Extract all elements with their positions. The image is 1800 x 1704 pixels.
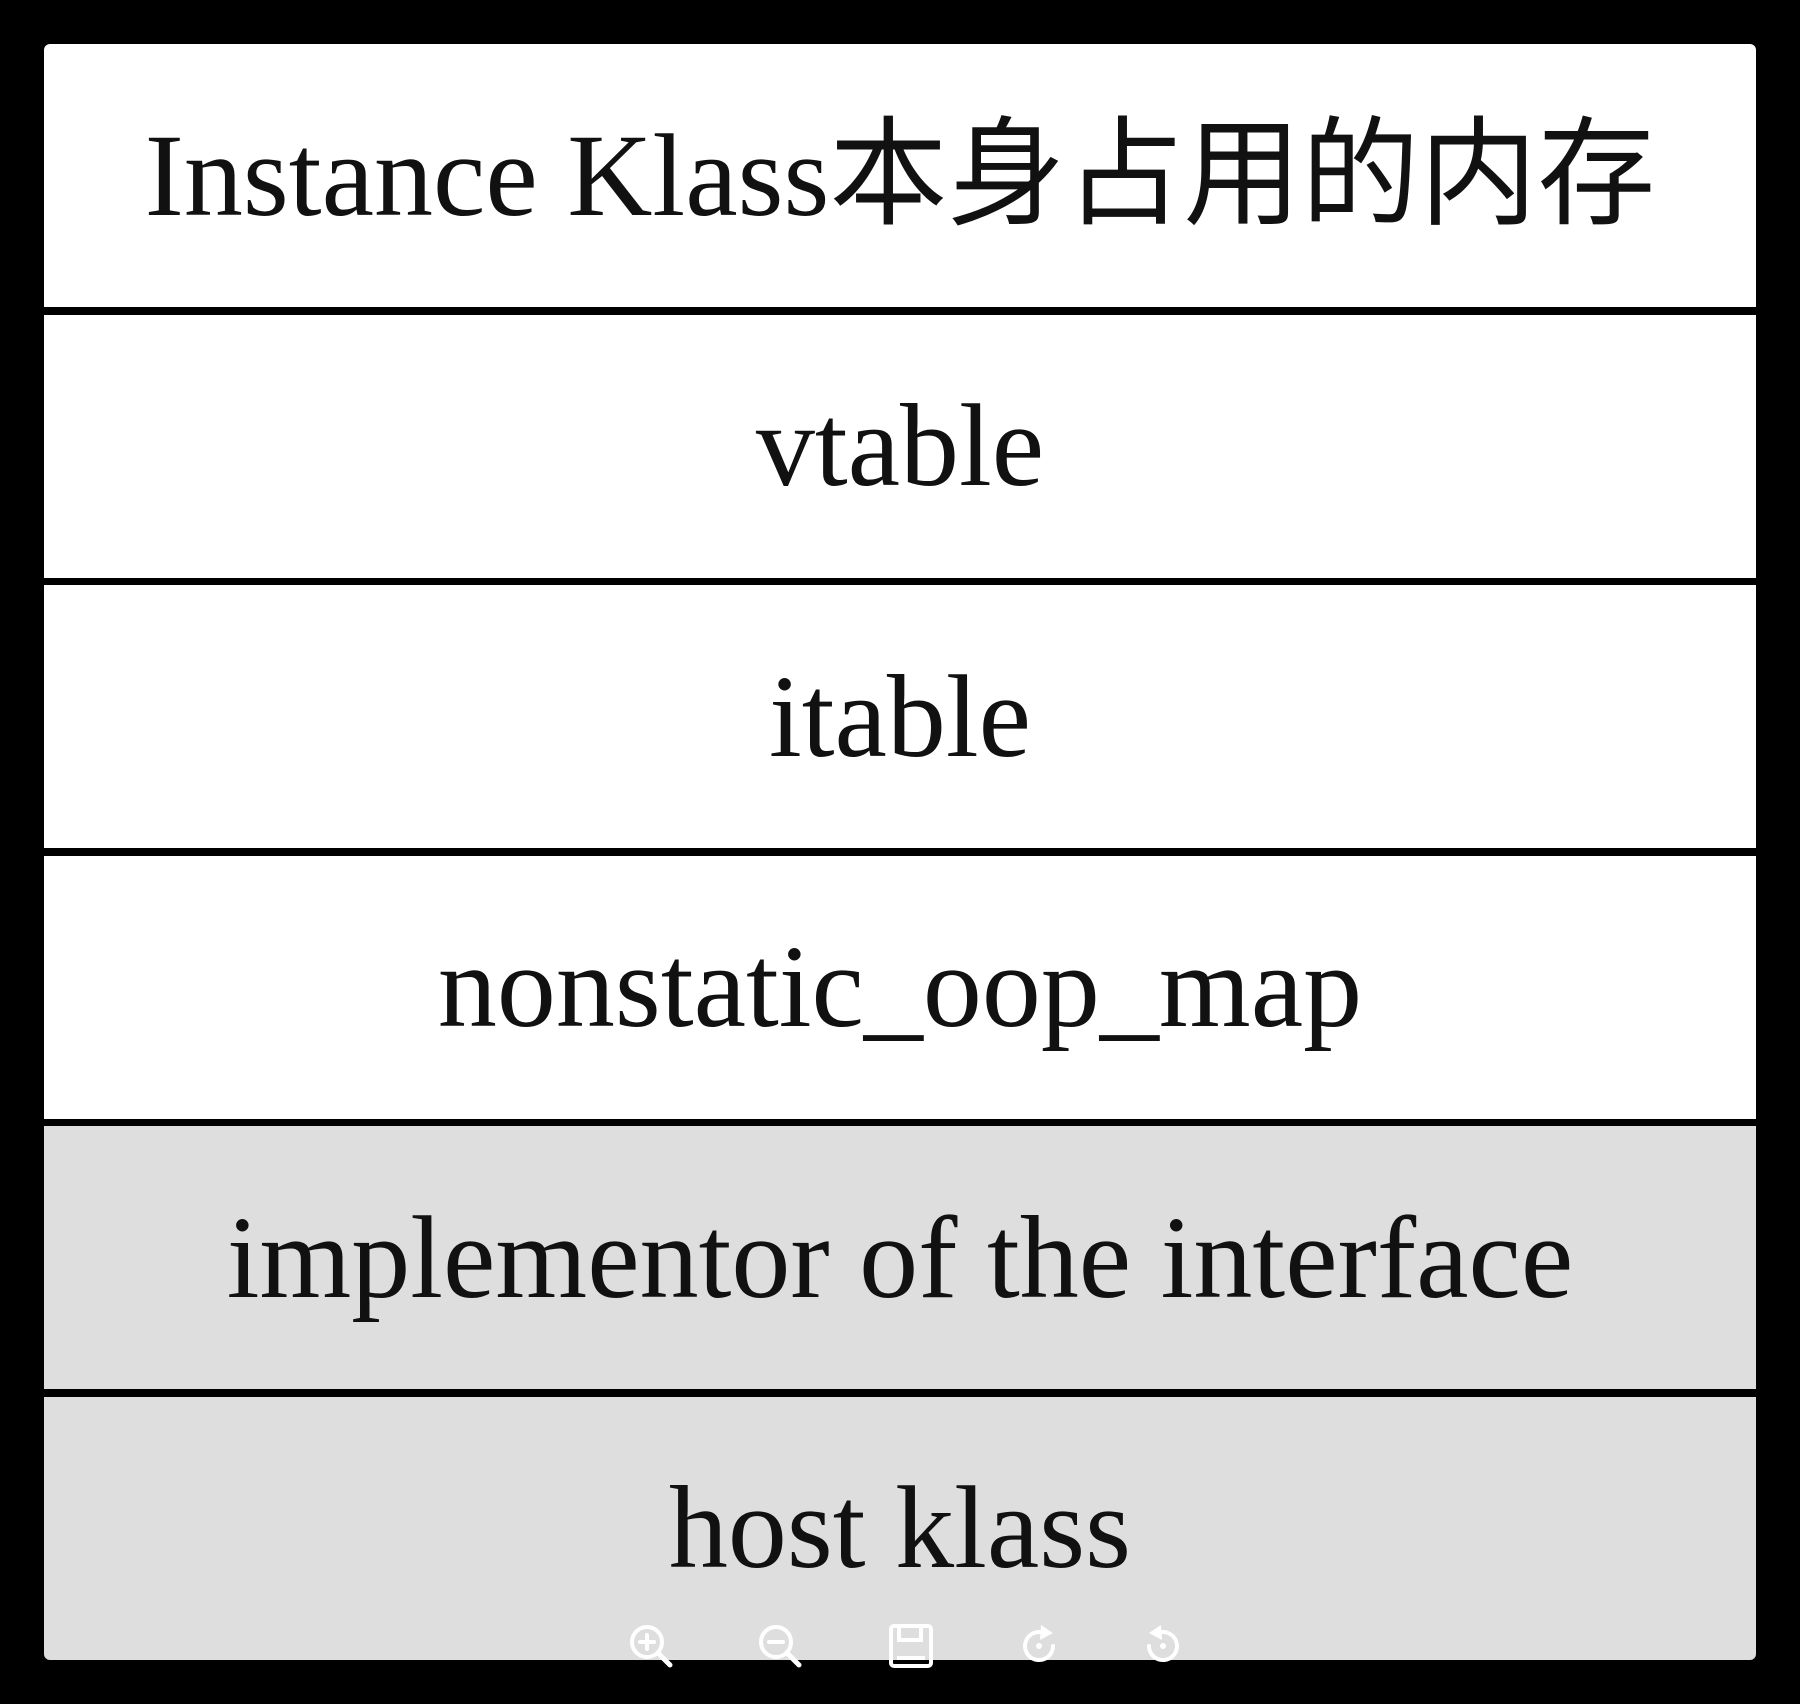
block-nonstatic-oop-map: nonstatic_oop_map [44,855,1756,1119]
block-host-klass: host klass [44,1396,1756,1660]
block-vtable: vtable [44,314,1756,578]
rotate-clockwise-button[interactable] [1011,1618,1067,1674]
block-label: host klass [668,1462,1132,1594]
block-implementor: implementor of the interface [44,1126,1756,1390]
memory-layout-diagram: Instance Klass本身占用的内存 vtable itable nons… [44,44,1756,1660]
rotate-counterclockwise-button[interactable] [1135,1618,1191,1674]
block-label: Instance Klass本身占用的内存 [144,109,1656,241]
rotate-counterclockwise-icon [1147,1625,1179,1662]
zoom-out-button[interactable] [752,1618,808,1674]
save-icon [889,1624,933,1668]
zoom-in-icon [630,1625,673,1668]
block-label: vtable [755,380,1045,512]
save-button[interactable] [883,1618,939,1674]
block-instance-klass: Instance Klass本身占用的内存 [44,44,1756,307]
block-label: implementor of the interface [226,1191,1574,1323]
block-label: nonstatic_oop_map [437,921,1363,1053]
rotate-clockwise-icon [1023,1625,1055,1662]
zoom-out-icon [759,1625,802,1668]
block-label: itable [768,650,1032,782]
image-viewer-toolbar [0,1618,1800,1678]
zoom-in-button[interactable] [623,1618,679,1674]
block-itable: itable [44,585,1756,849]
